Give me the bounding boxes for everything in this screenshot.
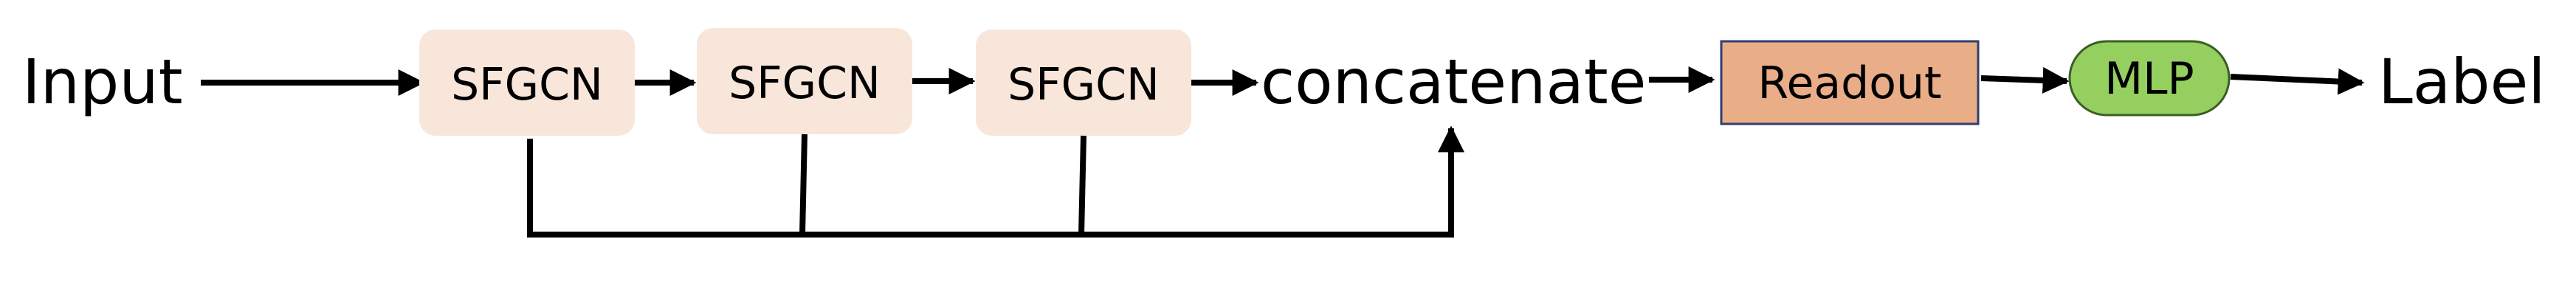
skip-connection-sfgcn-3 xyxy=(1078,135,1086,235)
arrow-readout-to-mlp xyxy=(1980,66,2070,94)
sfgcn-block-2-label: SFGCN xyxy=(729,58,881,109)
concatenate-label: concatenate xyxy=(1261,46,1646,118)
output-label: Label xyxy=(2378,46,2546,118)
arrow-mlp-to-label xyxy=(2230,68,2365,95)
sfgcn-block-2 xyxy=(697,28,912,134)
mlp-block xyxy=(2068,40,2231,117)
sfgcn-block-1 xyxy=(419,30,635,136)
readout-block xyxy=(1720,40,1980,125)
sfgcn-block-1-label: SFGCN xyxy=(451,59,603,111)
sfgcn-block-3-label: SFGCN xyxy=(1008,59,1160,111)
input-label: Input xyxy=(22,46,183,118)
skip-connection-sfgcn-2 xyxy=(799,134,807,235)
readout-block-label: Readout xyxy=(1757,58,1941,109)
skip-connection-bus xyxy=(527,125,1464,238)
sfgcn-block-3 xyxy=(976,30,1191,136)
mlp-block-label: MLP xyxy=(2104,53,2194,105)
